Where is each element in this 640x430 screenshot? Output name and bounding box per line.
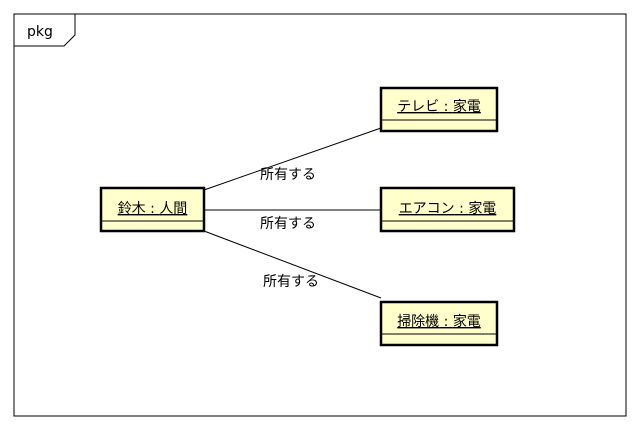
object-vacuum-box: [379, 300, 499, 347]
association-line-tv[interactable]: [203, 127, 382, 191]
object-tv-name: テレビ: [397, 99, 439, 115]
object-aircon-name: エアコン: [399, 201, 455, 217]
object-aircon-box: [379, 186, 516, 233]
object-vacuum-type: 家電: [453, 313, 481, 330]
object-person-type: 人間: [159, 201, 187, 217]
object-person-label: 鈴木 : 人間: [118, 201, 188, 217]
association-label-vacuum: 所有する: [263, 274, 319, 290]
object-aircon[interactable]: エアコン : 家電: [379, 186, 516, 233]
association-label-aircon: 所有する: [260, 216, 316, 232]
object-aircon-type: 家電: [468, 200, 496, 217]
object-tv-type: 家電: [453, 98, 481, 115]
object-vacuum[interactable]: 掃除機 : 家電: [379, 300, 499, 347]
package-frame-label: pkg: [27, 24, 53, 40]
package-frame-tab: [14, 14, 76, 47]
object-tv-label: テレビ : 家電: [397, 98, 481, 115]
association-line-vacuum[interactable]: [203, 230, 382, 299]
object-vacuum-name: 掃除機: [397, 313, 439, 330]
object-separator: :: [439, 314, 453, 330]
association-label-tv: 所有する: [260, 167, 316, 183]
object-separator: :: [146, 201, 160, 217]
object-person[interactable]: 鈴木 : 人間: [99, 186, 206, 233]
object-person-box: [99, 186, 206, 233]
object-tv-box: [379, 86, 499, 133]
object-separator: :: [455, 201, 469, 217]
object-separator: :: [439, 99, 453, 115]
object-tv[interactable]: テレビ : 家電: [379, 86, 499, 133]
object-vacuum-label: 掃除機 : 家電: [397, 313, 481, 330]
object-person-name: 鈴木: [118, 201, 146, 217]
object-aircon-label: エアコン : 家電: [399, 200, 497, 217]
